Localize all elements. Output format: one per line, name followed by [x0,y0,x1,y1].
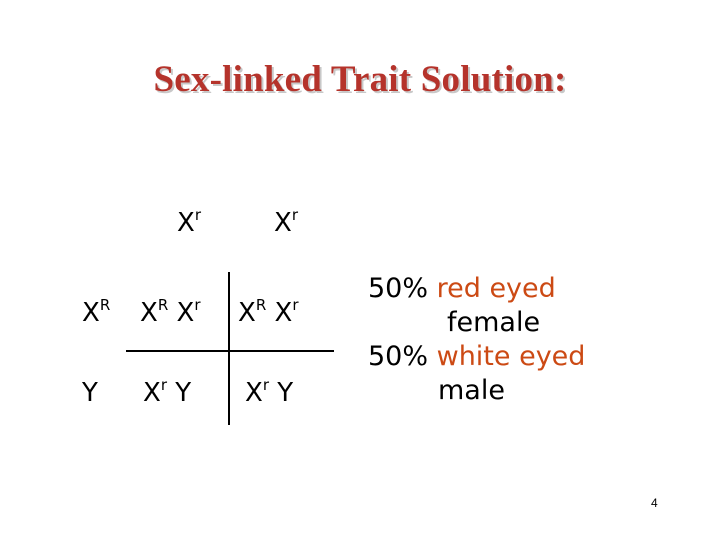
result-sex-1: female [447,307,541,338]
allele-base: X [143,378,161,408]
punnett-cell-2-2: Xr Y [245,376,294,409]
result-percent: 50% [368,341,429,372]
allele-superscript: r [291,206,298,224]
allele-superscript: R [255,296,267,314]
allele-superscript: r [194,206,201,224]
allele-superscript: r [292,296,299,314]
allele-base: X [82,298,100,328]
results-text: 50% red eyed female 50% white eyed male [368,272,638,408]
result-line-2: 50% white eyed [368,340,638,374]
allele-base: X [274,298,293,328]
punnett-cell-1-2: XR Xr [238,296,299,329]
allele-base: X [274,208,292,238]
allele-base: Y [175,378,192,408]
result-sex-2: male [438,375,505,406]
allele-base: X [177,208,195,238]
result-percent: 50% [368,273,429,304]
result-line-1: 50% red eyed [368,272,638,306]
allele-superscript: r [262,376,269,394]
allele-base: X [245,378,263,408]
row-header-1: XR [82,296,111,329]
column-header-1: Xr [177,206,201,239]
allele-superscript: r [160,376,167,394]
allele-base: X [140,298,158,328]
punnett-cell-2-1: Xr Y [143,376,192,409]
slide-title: Sex-linked Trait Solution: [153,59,567,100]
allele-superscript: R [157,296,169,314]
allele-base: X [176,298,195,328]
result-trait: red eyed [436,273,556,304]
result-trait: white eyed [436,341,586,372]
column-header-2: Xr [274,206,298,239]
grid-vertical-line [228,272,230,425]
page-number: 4 [651,496,658,510]
allele-base: Y [82,378,98,408]
allele-superscript: R [99,296,111,314]
punnett-cell-1-1: XR Xr [140,296,201,329]
grid-horizontal-line [126,350,334,352]
allele-superscript: r [194,296,201,314]
allele-base: X [238,298,256,328]
row-header-2: Y [82,378,98,408]
allele-base: Y [277,378,294,408]
